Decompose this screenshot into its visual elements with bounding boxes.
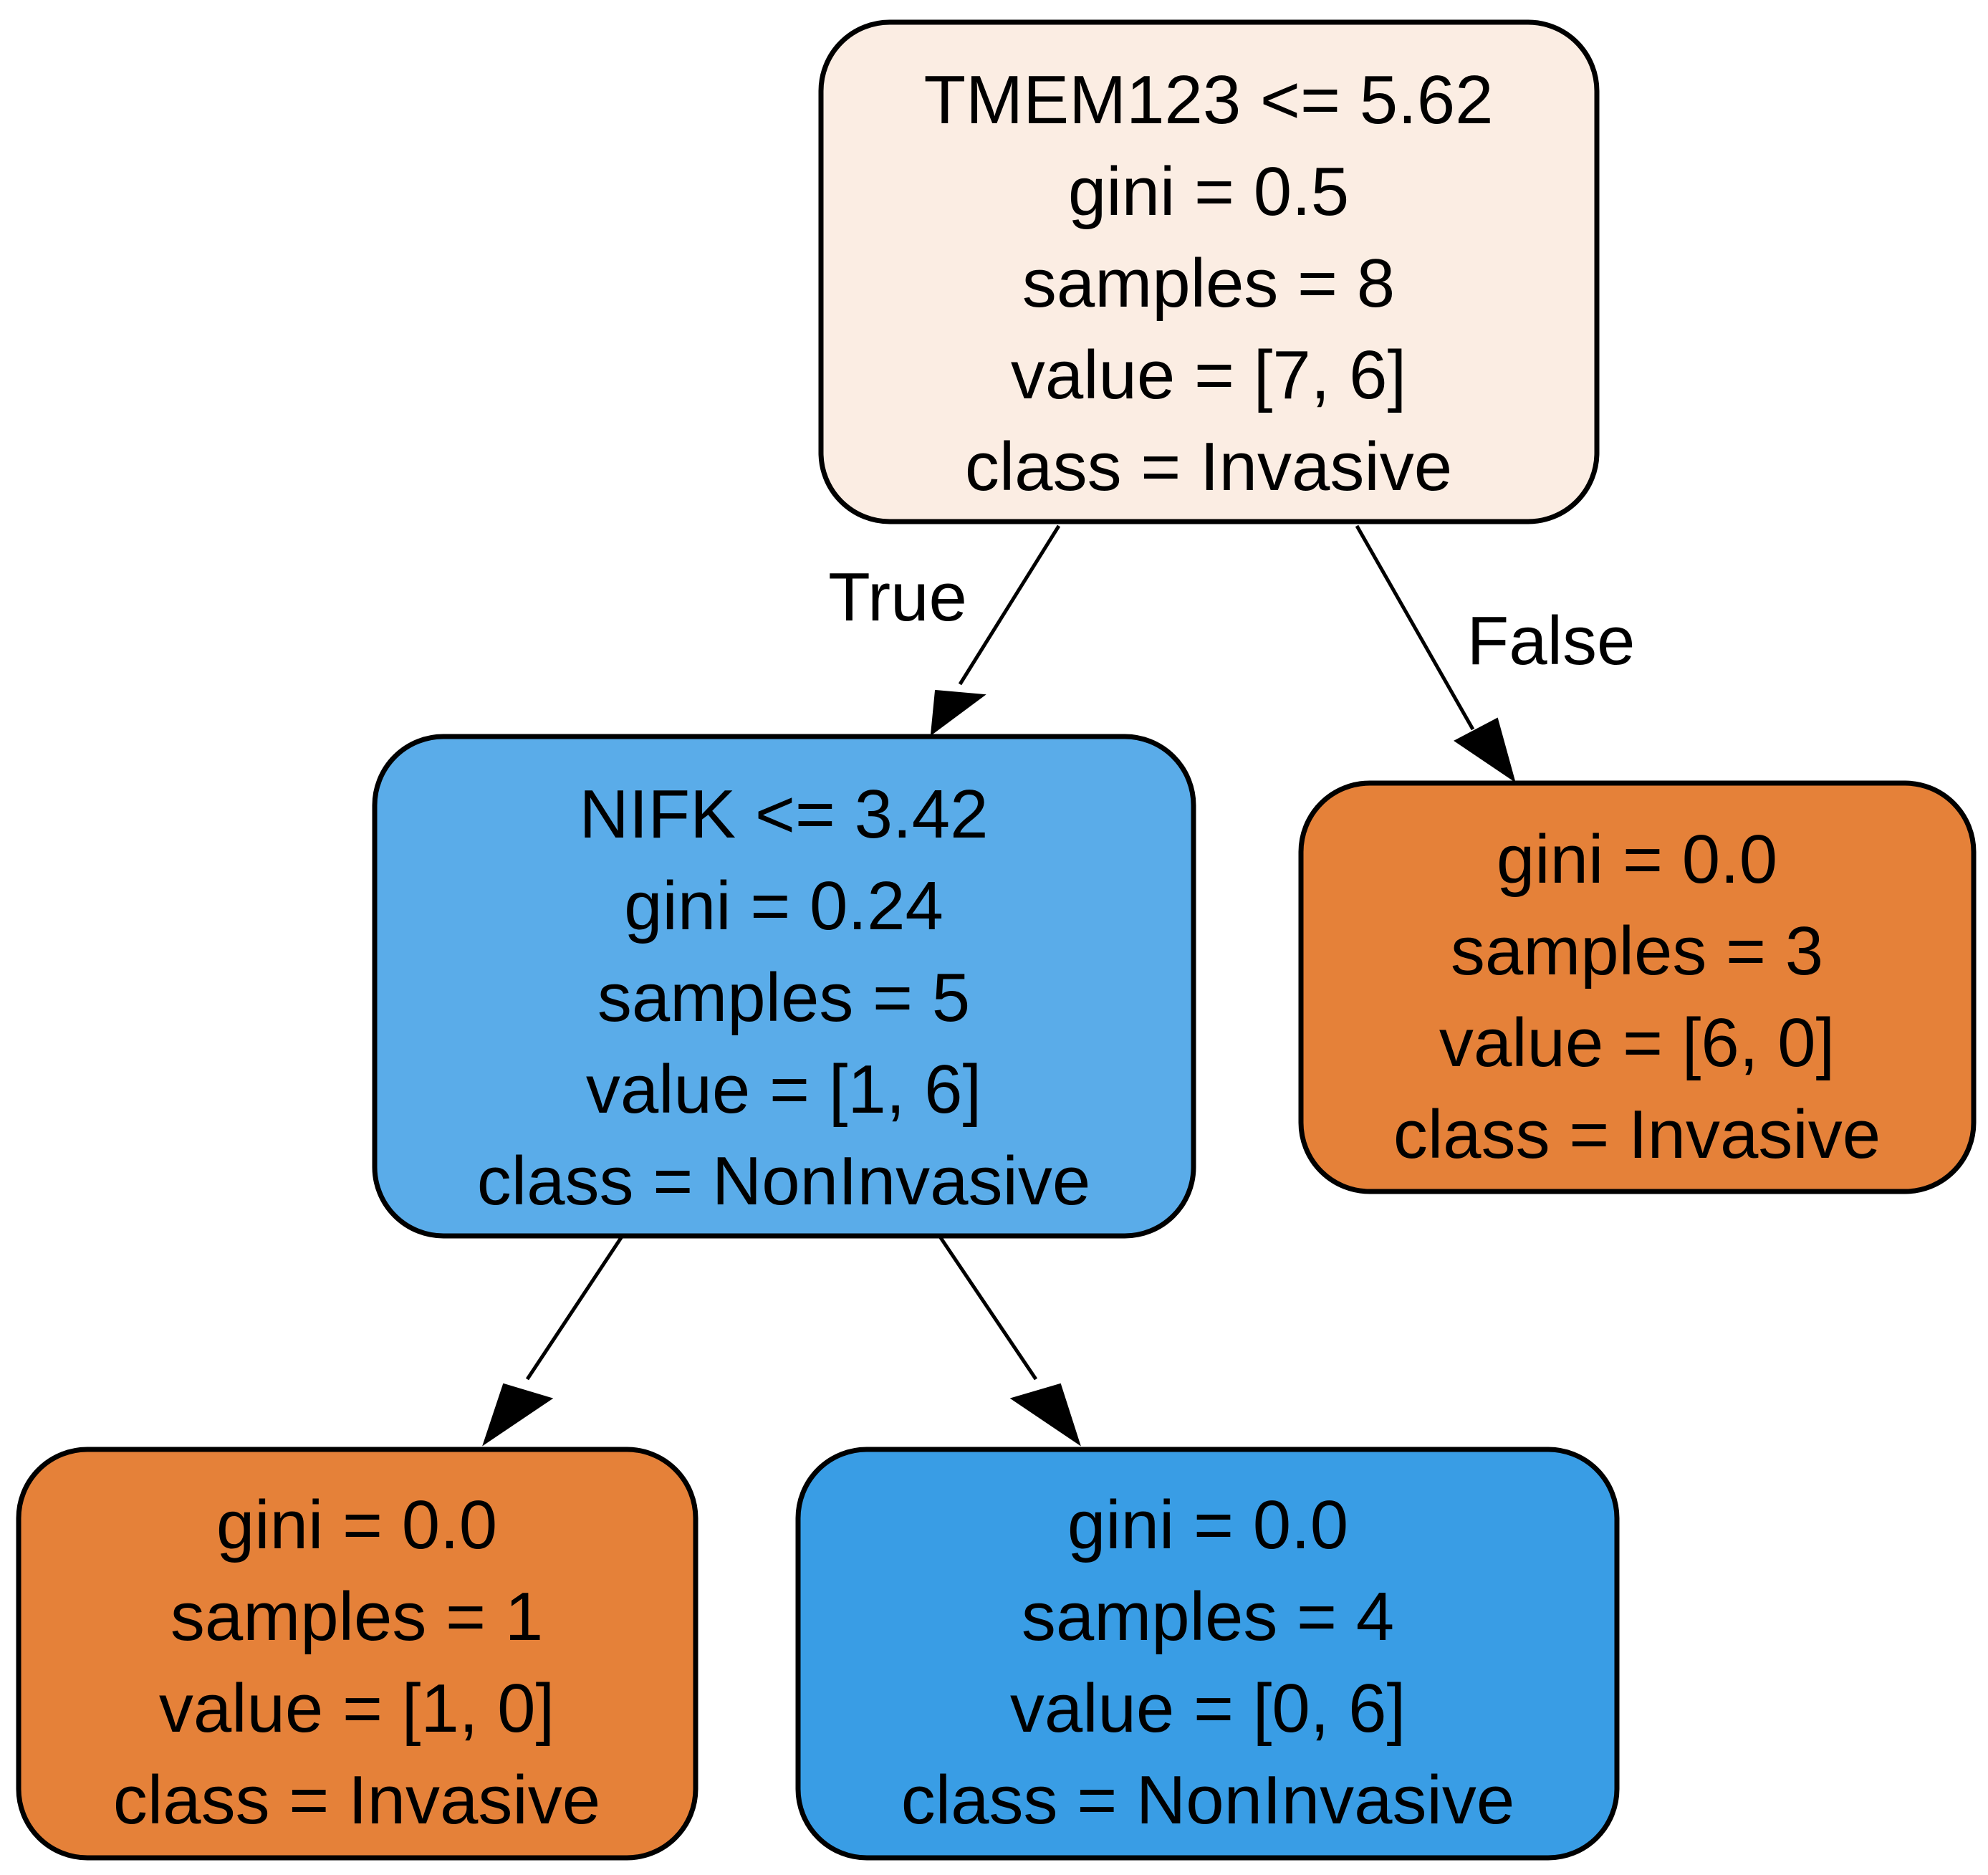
- edge-root-to-left: [930, 524, 1061, 737]
- node-value-label: value = [7, 6]: [1011, 337, 1406, 413]
- node-split-label: TMEM123 <= 5.62: [923, 62, 1493, 138]
- node-box: [1298, 780, 1977, 1194]
- node-gini-label: gini = 0.0: [1497, 821, 1777, 898]
- node-samples-label: samples = 8: [1022, 245, 1395, 322]
- node-box: [16, 1447, 698, 1861]
- edge-left-to-left-right: [938, 1235, 1081, 1447]
- node-gini-label: gini = 0.5: [1068, 153, 1349, 230]
- tree-node-left: NIFK <= 3.42 gini = 0.24 samples = 5 val…: [372, 734, 1196, 1239]
- node-box: [372, 734, 1196, 1239]
- tree-node-root: TMEM123 <= 5.62 gini = 0.5 samples = 8 v…: [818, 19, 1600, 524]
- node-box: [818, 19, 1600, 524]
- node-samples-label: samples = 1: [171, 1578, 543, 1655]
- node-value-label: value = [1, 6]: [586, 1051, 981, 1128]
- node-value-label: value = [0, 6]: [1010, 1670, 1406, 1747]
- node-gini-label: gini = 0.0: [216, 1487, 497, 1563]
- node-split-label: NIFK <= 3.42: [580, 776, 989, 853]
- true-edge-label: True: [828, 559, 967, 636]
- node-class-label: class = Invasive: [965, 428, 1452, 505]
- node-class-label: class = Invasive: [113, 1762, 600, 1838]
- node-value-label: value = [1, 0]: [159, 1670, 554, 1747]
- edge-left-to-left-left: [482, 1235, 624, 1447]
- node-samples-label: samples = 3: [1451, 913, 1823, 989]
- node-box: [795, 1447, 1620, 1861]
- node-gini-label: gini = 0.24: [624, 868, 943, 944]
- node-value-label: value = [6, 0]: [1439, 1004, 1835, 1081]
- tree-node-left-right: gini = 0.0 samples = 4 value = [0, 6] cl…: [795, 1447, 1620, 1861]
- node-samples-label: samples = 5: [597, 959, 970, 1036]
- node-class-label: class = NonInvasive: [477, 1143, 1090, 1219]
- node-class-label: class = Invasive: [1393, 1096, 1881, 1173]
- edge-root-to-right: [1355, 524, 1516, 783]
- false-edge-label: False: [1467, 603, 1636, 679]
- tree-node-right: gini = 0.0 samples = 3 value = [6, 0] cl…: [1298, 780, 1977, 1194]
- node-samples-label: samples = 4: [1022, 1578, 1394, 1655]
- tree-node-left-left: gini = 0.0 samples = 1 value = [1, 0] cl…: [16, 1447, 698, 1861]
- node-gini-label: gini = 0.0: [1067, 1487, 1348, 1563]
- node-class-label: class = NonInvasive: [901, 1762, 1514, 1838]
